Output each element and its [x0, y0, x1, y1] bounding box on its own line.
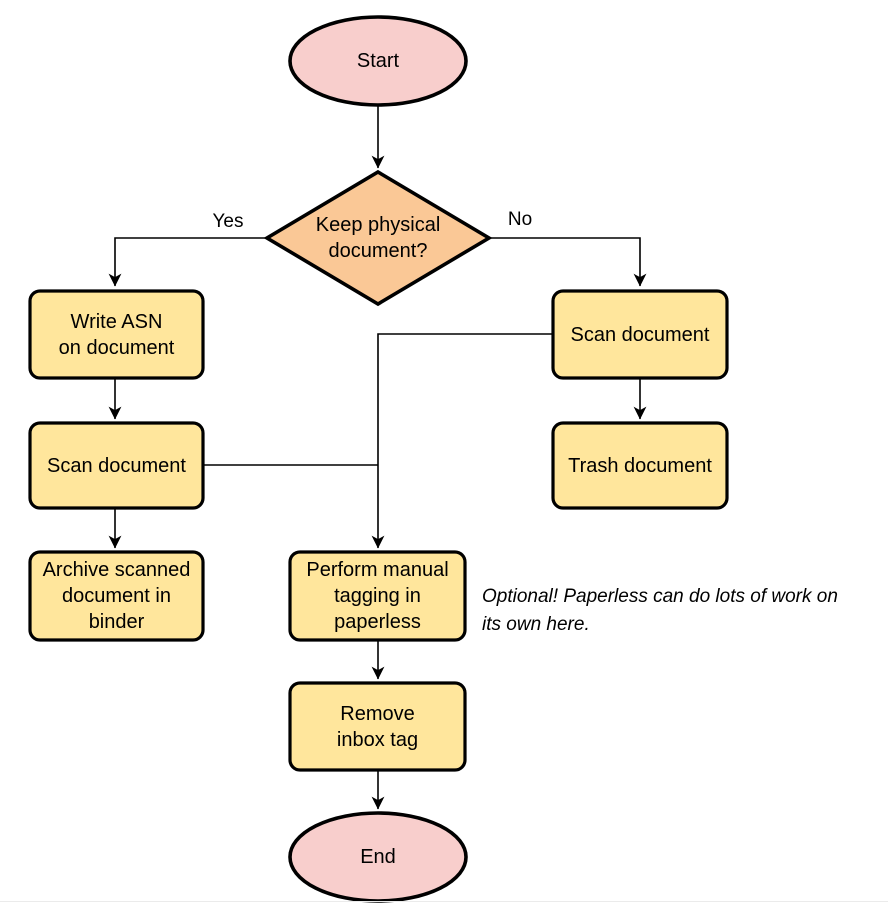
edges — [108, 105, 647, 810]
scan-right-node-shape — [551, 289, 729, 380]
trash-node-shape — [551, 421, 729, 510]
archive-node-shape — [28, 550, 205, 642]
bottom-rule — [0, 901, 888, 902]
start-node-shape — [288, 15, 468, 107]
edge-scan-right-to-tagging — [371, 333, 553, 549]
nodes — [28, 15, 729, 903]
decision-node-shape — [263, 169, 493, 307]
edge-decision-yes-to-write-asn — [108, 237, 267, 287]
end-node-shape — [288, 811, 468, 903]
edge-decision-no-to-scan-right — [489, 237, 647, 287]
write-asn-node-shape — [28, 289, 205, 380]
annotation-note: Optional! Paperless can do lots of work … — [482, 586, 838, 635]
scan-left-node-shape — [28, 421, 205, 510]
tagging-node-shape — [288, 550, 467, 642]
remove-inbox-node-shape — [288, 681, 467, 772]
